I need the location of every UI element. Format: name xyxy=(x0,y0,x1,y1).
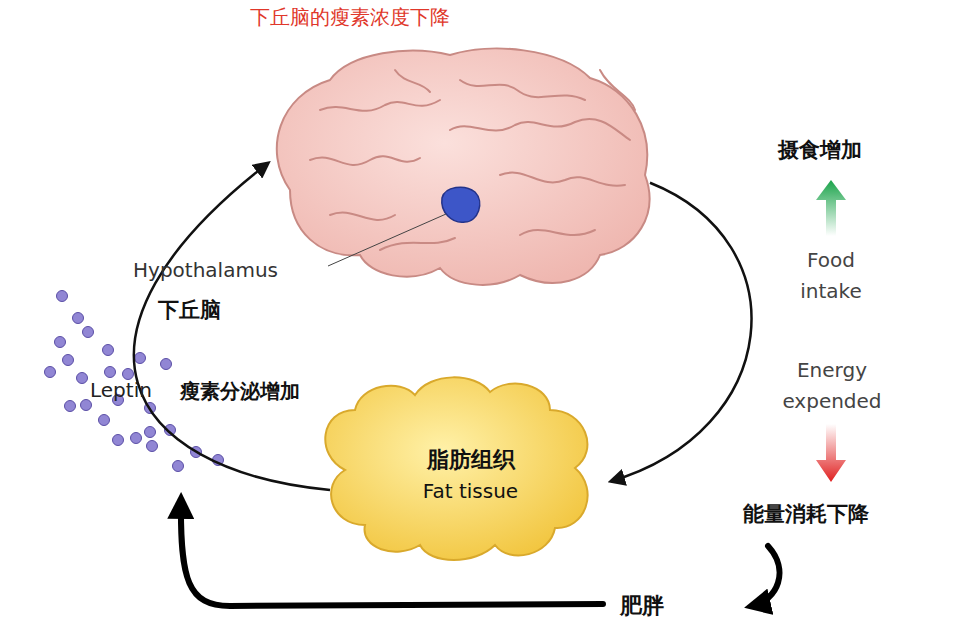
leptin-dot xyxy=(147,441,158,452)
effect-note: 能量消耗下降 xyxy=(743,500,869,528)
leptin-dot xyxy=(161,359,172,370)
obesity-arrows xyxy=(181,500,780,606)
leptin-dot xyxy=(77,373,88,384)
leptin-dot xyxy=(99,415,110,426)
obesity-node: 肥胖 xyxy=(606,588,678,622)
leptin-dot xyxy=(105,367,116,378)
effect-label: Food intake xyxy=(780,245,882,307)
leptin-dot xyxy=(123,369,134,380)
leptin-dot xyxy=(65,401,76,412)
cycle-arrow xyxy=(134,163,330,490)
effect-note: 摄食增加 xyxy=(778,136,862,164)
cycle-arrow xyxy=(611,183,751,482)
node-title: 肥胖 xyxy=(606,591,678,621)
leptin-dot xyxy=(135,353,146,364)
node-label: Hypothalamus xyxy=(133,258,278,282)
leptin-dot xyxy=(113,435,124,446)
brain-node: Hypothalamus下丘脑 xyxy=(268,48,650,293)
hormone-note: 瘦素分泌增加 xyxy=(180,378,300,405)
leader-line xyxy=(328,214,446,266)
leptin-dot xyxy=(57,291,68,302)
leptin-dot xyxy=(73,313,84,324)
hormone-name: Leptin xyxy=(90,378,152,402)
effect-label: Energy expended xyxy=(770,355,894,417)
leptin-dot xyxy=(63,355,74,366)
leptin-dot xyxy=(145,427,156,438)
node-title: 脂肪组织 xyxy=(330,445,611,475)
leptin-dot xyxy=(173,461,184,472)
leptin-dot xyxy=(55,337,66,348)
leptin-dot xyxy=(83,327,94,338)
leptin-dot xyxy=(131,433,142,444)
leptin-dot xyxy=(103,345,114,356)
leptin-dot xyxy=(81,400,92,411)
node-label: 下丘脑 xyxy=(158,296,221,324)
brain xyxy=(277,49,650,285)
heading-note: 下丘脑的瘦素浓度下降 xyxy=(250,4,450,31)
node-subtitle: Fat tissue xyxy=(330,479,611,503)
trend-arrows xyxy=(816,180,846,482)
leptin-dot xyxy=(45,367,56,378)
fat-tissue-node: 脂肪组织 Fat tissue xyxy=(330,385,611,560)
